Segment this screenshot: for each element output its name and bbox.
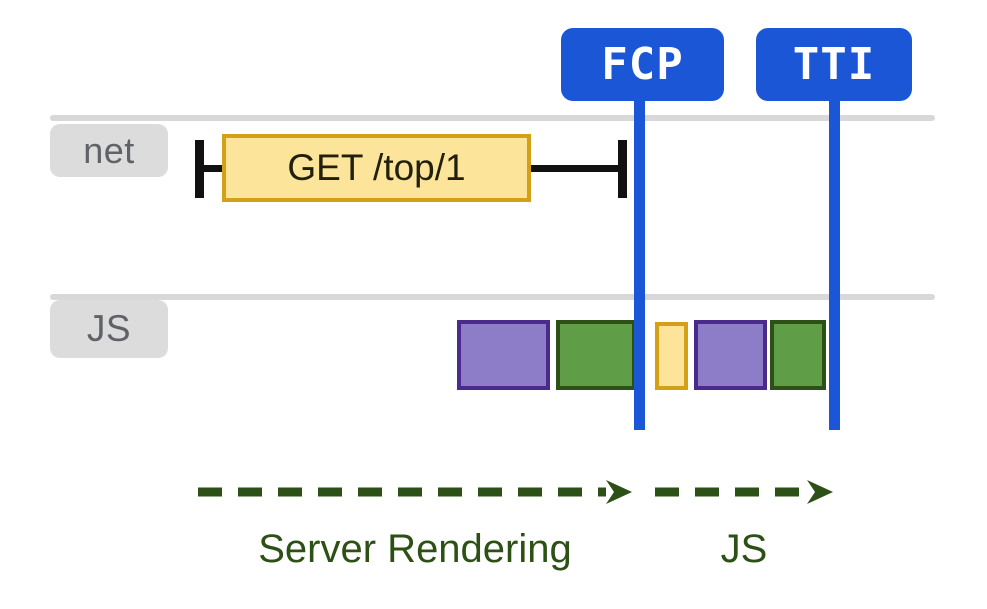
track-line-net xyxy=(50,115,935,121)
network-request-label: GET /top/1 xyxy=(287,147,466,188)
marker-line-tti xyxy=(829,100,840,430)
lane-label-js-text: JS xyxy=(86,308,132,349)
request-whisker-cap-start xyxy=(195,140,204,198)
lane-label-js: JS xyxy=(50,300,168,358)
js-task-block[interactable] xyxy=(770,320,826,390)
phase-label-js: JS xyxy=(720,527,768,571)
phase-arrow-server-rendering xyxy=(198,480,632,504)
js-task-block[interactable] xyxy=(694,320,767,390)
js-task-block[interactable] xyxy=(655,322,688,390)
marker-badge-tti-label: TTI xyxy=(792,39,876,90)
phase-arrow-js xyxy=(655,480,833,504)
marker-line-fcp xyxy=(634,100,645,430)
track-line-js xyxy=(50,294,935,300)
network-request-bar[interactable]: GET /top/1 xyxy=(222,134,531,202)
marker-badge-fcp[interactable]: FCP xyxy=(561,28,724,101)
phase-label-server-rendering: Server Rendering xyxy=(258,527,572,571)
marker-badge-tti[interactable]: TTI xyxy=(756,28,912,101)
lane-label-net-text: net xyxy=(83,129,135,171)
lane-label-net: net xyxy=(50,124,168,177)
js-task-block[interactable] xyxy=(556,320,636,390)
js-task-block[interactable] xyxy=(457,320,550,390)
marker-badge-fcp-label: FCP xyxy=(601,39,684,90)
request-whisker-cap-end xyxy=(618,140,627,198)
